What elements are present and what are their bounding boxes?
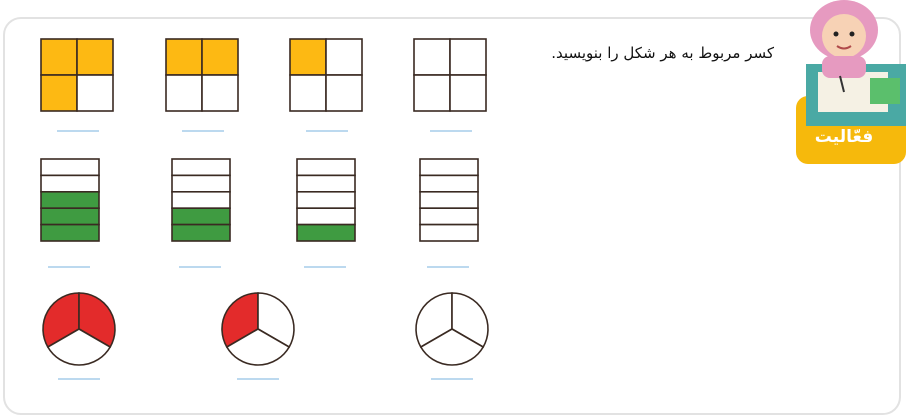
bar-part bbox=[420, 225, 478, 241]
bar-part bbox=[420, 208, 478, 224]
square-part bbox=[326, 75, 362, 111]
instruction-text: کسر مربوط به هر شکل را بنویسید. bbox=[551, 44, 774, 62]
bar-part-shaded bbox=[172, 208, 230, 224]
square-part bbox=[290, 75, 326, 111]
answer-blank-circle-3 bbox=[431, 378, 473, 380]
square-figure-4 bbox=[413, 38, 487, 112]
bar-part bbox=[297, 208, 355, 224]
bar-part bbox=[297, 175, 355, 191]
square-figure-2 bbox=[165, 38, 239, 112]
activity-badge: فعّالیت bbox=[782, 0, 906, 164]
bar-part bbox=[172, 175, 230, 191]
square-part bbox=[202, 75, 238, 111]
square-part bbox=[326, 39, 362, 75]
bar-figure-3 bbox=[296, 158, 356, 242]
square-part bbox=[450, 39, 486, 75]
bar-part bbox=[420, 192, 478, 208]
answer-blank-square-2 bbox=[182, 130, 224, 132]
bar-part bbox=[41, 175, 99, 191]
answer-blank-bar-1 bbox=[48, 266, 90, 268]
answer-blank-square-1 bbox=[57, 130, 99, 132]
activity-label: فعّالیت bbox=[782, 127, 906, 147]
bar-part bbox=[41, 159, 99, 175]
square-part bbox=[414, 75, 450, 111]
square-part-shaded bbox=[41, 39, 77, 75]
circle-figure-1 bbox=[42, 292, 116, 366]
bar-part-shaded bbox=[41, 208, 99, 224]
answer-blank-bar-4 bbox=[427, 266, 469, 268]
bar-part-shaded bbox=[41, 225, 99, 241]
bar-part bbox=[420, 159, 478, 175]
square-part bbox=[450, 75, 486, 111]
square-part-shaded bbox=[202, 39, 238, 75]
bar-part bbox=[172, 192, 230, 208]
square-part bbox=[77, 75, 113, 111]
bar-part-shaded bbox=[172, 225, 230, 241]
answer-blank-circle-1 bbox=[58, 378, 100, 380]
circle-figure-3 bbox=[415, 292, 489, 366]
square-part bbox=[414, 39, 450, 75]
bar-figure-2 bbox=[171, 158, 231, 242]
answer-blank-square-3 bbox=[306, 130, 348, 132]
bar-figure-4 bbox=[419, 158, 479, 242]
answer-blank-square-4 bbox=[430, 130, 472, 132]
square-part-shaded bbox=[77, 39, 113, 75]
square-part bbox=[166, 75, 202, 111]
square-part-shaded bbox=[290, 39, 326, 75]
answer-blank-bar-3 bbox=[304, 266, 346, 268]
square-part-shaded bbox=[41, 75, 77, 111]
square-figure-1 bbox=[40, 38, 114, 112]
square-figure-3 bbox=[289, 38, 363, 112]
circle-figure-2 bbox=[221, 292, 295, 366]
bar-part bbox=[297, 159, 355, 175]
bar-part-shaded bbox=[297, 225, 355, 241]
bar-figure-1 bbox=[40, 158, 100, 242]
bar-part bbox=[297, 192, 355, 208]
bar-part bbox=[420, 175, 478, 191]
bar-part-shaded bbox=[41, 192, 99, 208]
answer-blank-bar-2 bbox=[179, 266, 221, 268]
bar-part bbox=[172, 159, 230, 175]
answer-blank-circle-2 bbox=[237, 378, 279, 380]
square-part-shaded bbox=[166, 39, 202, 75]
